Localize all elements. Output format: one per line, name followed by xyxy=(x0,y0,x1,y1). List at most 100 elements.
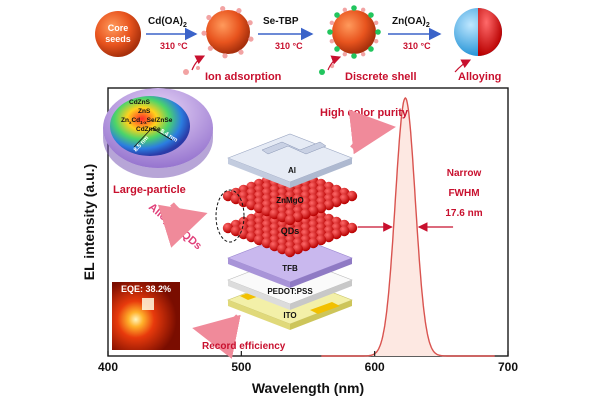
step1-caption: Ion adsorption xyxy=(205,71,282,83)
layer-label-zns: ZnS xyxy=(138,108,151,115)
shell-dot xyxy=(360,51,366,57)
ito-electrode-pad xyxy=(310,302,340,314)
qd-to-device-arrow xyxy=(157,202,208,248)
step1-reagent: Cd(OA)2 xyxy=(148,16,187,29)
step3-caption: Alloying xyxy=(458,71,501,83)
x-tick-label: 600 xyxy=(365,360,385,374)
step1-temperature: 310 °C xyxy=(160,41,188,51)
ito-layer-edge xyxy=(228,300,290,330)
adsorbed-ion-dot xyxy=(236,8,242,14)
qd-core-cross-section xyxy=(110,96,190,156)
device-to-eqe-arrow xyxy=(192,314,241,359)
znmgo-sphere xyxy=(339,193,350,205)
step2-temperature: 310 °C xyxy=(275,41,303,51)
al-electrode-pattern xyxy=(261,141,327,155)
x-tick-label: 400 xyxy=(98,360,118,374)
device-stack: ITO PEDOT:PSS TFB QDs ZnMgO Al xyxy=(215,133,358,330)
pedot-pss-layer-edge xyxy=(290,280,352,310)
adsorbed-ion-dot xyxy=(220,5,226,12)
shell-dot xyxy=(342,51,348,57)
layer-label-alloy: ZnxCd1-xSe/ZnSe xyxy=(121,117,173,125)
record-efficiency-label: Record efficiency xyxy=(202,341,286,352)
step3-reagent: Zn(OA)2 xyxy=(392,16,430,29)
qd-sphere xyxy=(269,240,280,252)
znmgo-label: ZnMgO xyxy=(276,196,304,205)
al-layer-edge xyxy=(290,158,352,188)
znmgo-sphere xyxy=(284,214,296,226)
el-spectrum-chart: 400 500 600 700 Wavelength (nm) EL intensit… xyxy=(81,87,518,396)
qd-sphere xyxy=(323,231,334,243)
znmgo-sphere xyxy=(323,199,334,211)
ito-layer-edge xyxy=(290,300,352,330)
alloyed-particle-core-half xyxy=(478,8,502,56)
adsorbed-ion-dot xyxy=(201,30,207,36)
layer-label-cdznse: CdZnSe xyxy=(136,126,161,133)
adsorbed-ion-dot xyxy=(247,20,253,26)
znmgo-sphere xyxy=(292,211,303,223)
eqe-photo: EQE: 38.2% Record efficiency xyxy=(112,282,286,359)
large-particle-label: Large-particle xyxy=(113,184,186,196)
core-label-line1: Core xyxy=(108,23,129,33)
x-tick-label: 500 xyxy=(231,360,251,374)
tfb-layer-edge xyxy=(228,258,290,288)
dimension-line-2 xyxy=(151,127,173,141)
qd-highlight-ellipse xyxy=(215,189,245,243)
ion-adsorbed-particle xyxy=(206,10,250,54)
step2-pointer-arrow xyxy=(327,55,342,71)
ito-label: ITO xyxy=(283,311,296,320)
adsorbed-ion-dot xyxy=(248,36,254,42)
fwhm-text-line1: Narrow xyxy=(447,168,482,179)
shell-dot xyxy=(373,20,379,26)
shell-dot xyxy=(329,20,335,26)
shell-dot xyxy=(342,7,348,13)
qd-sphere xyxy=(222,222,234,234)
el-curve-fill xyxy=(321,98,495,356)
qd-sphere xyxy=(253,234,265,246)
qds-label: QDs xyxy=(281,226,300,236)
step1-pointer-arrow xyxy=(191,55,206,71)
x-tick-label: 700 xyxy=(498,360,518,374)
shell-dot xyxy=(373,38,379,44)
free-shell-dot xyxy=(319,69,325,75)
device-to-spectrum-arrow xyxy=(348,109,396,155)
shell-dots xyxy=(327,5,381,59)
qd-structure-illustration: CdZnS ZnS ZnxCd1-xSe/ZnSe CdZnSe 8.5 nm … xyxy=(103,88,213,252)
synthesis-row: Core seeds Cd(OA)2 310 °C Ion adsorption… xyxy=(95,5,502,83)
qd-sphere xyxy=(308,237,319,249)
color-purity-label: High color purity xyxy=(320,107,409,119)
eqe-photo-hotspot xyxy=(142,298,154,310)
shell-dot xyxy=(327,29,333,35)
qd-sphere xyxy=(339,225,350,237)
znmgo-sphere xyxy=(308,205,319,217)
spectrum-annotations: High color purity Narrow FWHM 17.6 nm xyxy=(320,107,483,232)
adsorbed-ion-dot xyxy=(207,45,213,51)
al-layer-edge xyxy=(228,158,290,188)
y-axis-label: EL intensity (a.u.) xyxy=(81,164,97,280)
eqe-label: EQE: 38.2% xyxy=(121,284,171,294)
shell-dot xyxy=(334,12,340,18)
qd-sphere xyxy=(284,246,296,258)
shell-dot xyxy=(368,12,374,18)
fwhm-text-line2: FWHM xyxy=(448,188,479,199)
shell-dot xyxy=(360,7,366,13)
core-seed-particle xyxy=(95,11,141,57)
step3-temperature: 310 °C xyxy=(403,41,431,51)
step3-pointer-arrow xyxy=(454,59,472,73)
shell-dot xyxy=(329,38,335,44)
tfb-layer-edge xyxy=(290,258,352,288)
qd-shell-base xyxy=(103,128,213,178)
znmgo-sphere xyxy=(253,202,265,214)
dimension-line-1 xyxy=(133,127,153,148)
step2-caption: Discrete shell xyxy=(345,71,417,83)
el-curve xyxy=(321,97,495,357)
pedot-pss-layer-edge xyxy=(228,280,290,310)
x-axis-label: Wavelength (nm) xyxy=(252,380,364,396)
plot-frame xyxy=(107,87,509,357)
al-label: Al xyxy=(288,166,296,175)
adsorbed-ion-dot xyxy=(238,49,244,55)
free-ion-dot xyxy=(196,66,200,70)
shell-dot xyxy=(375,29,381,35)
adsorbed-ions xyxy=(201,5,254,59)
shell-dot xyxy=(334,46,340,52)
shell-dot xyxy=(351,5,357,11)
